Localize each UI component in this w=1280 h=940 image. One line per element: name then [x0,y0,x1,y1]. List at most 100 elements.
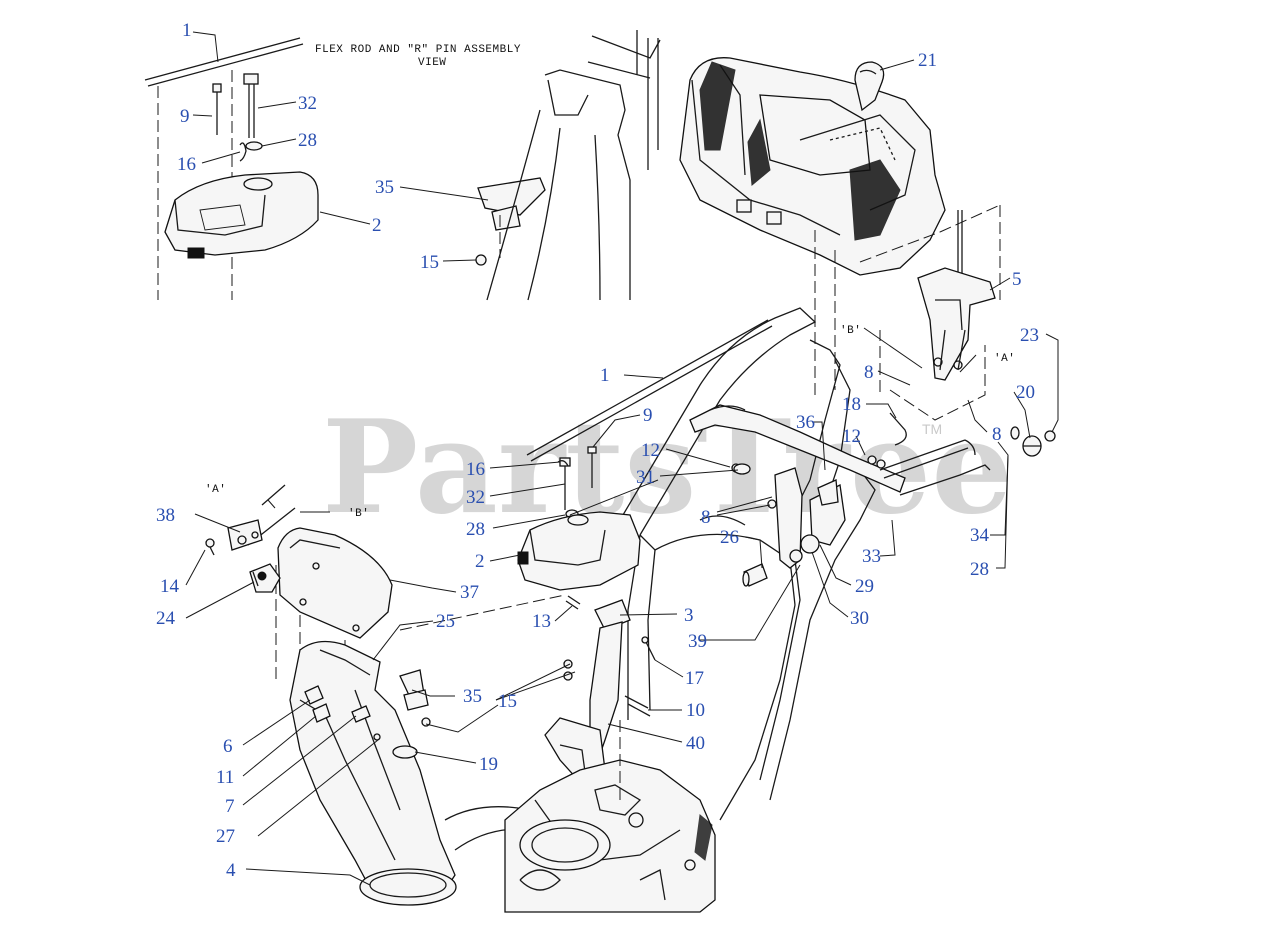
callout-9-main: 9 [643,405,653,426]
auger-housing [444,759,716,913]
callout-7: 7 [225,796,235,817]
callout-6: 6 [223,736,233,757]
washer-28-right [1010,426,1020,440]
callout-16-main: 16 [466,459,485,480]
callout-2-main: 2 [475,551,485,572]
callout-15-main: 15 [498,691,517,712]
callout-9-inset: 9 [180,106,190,127]
callout-28-main: 28 [466,519,485,540]
bracket-35-inset [477,177,546,231]
callout-32-main: 32 [466,487,485,508]
r-pin-16-inset [239,142,247,162]
callout-16-inset: 16 [177,154,196,175]
callout-8-c: 8 [701,507,711,528]
callout-20: 20 [1016,382,1035,403]
callout-33: 33 [862,546,881,567]
callout-23: 23 [1020,325,1039,346]
callout-12-left: 12 [641,440,660,461]
chute-arm-inset [486,30,661,301]
bolt-9-main [587,446,597,488]
spring-18 [889,412,907,446]
callout-25: 25 [436,611,455,632]
nut-12-right [867,455,886,469]
callout-37: 37 [460,582,479,603]
callout-labels: 1 9 32 16 28 2 35 15 21 5 23 8 20 8 1 9 … [156,20,1039,881]
callout-27: 27 [216,826,235,847]
callout-24: 24 [156,608,176,629]
control-box-inset [164,171,319,259]
callout-31: 31 [636,467,655,488]
chute-deflector-37 [277,527,393,639]
inset-title: FLEX ROD AND "R" PIN ASSEMBLY [315,44,521,56]
callout-40: 40 [686,733,705,754]
bolt-8-pivot [767,499,777,509]
callout-34: 34 [970,525,990,546]
shoulder-pin-26 [742,563,768,587]
shift-bracket-5 [917,210,996,381]
washer-28-inset [245,141,263,151]
r-pin-16-main [557,460,569,467]
discharge-chute-4 [289,640,457,906]
shift-knob-20 [1022,435,1042,457]
callout-3: 3 [684,605,694,626]
callout-39: 39 [688,631,707,652]
callout-35-main: 35 [463,686,482,707]
callout-14: 14 [160,576,180,597]
callout-11: 11 [216,767,234,788]
callout-35-inset: 35 [375,177,394,198]
callout-8-b: 8 [992,424,1002,445]
callout-38: 38 [156,505,175,526]
inset-view: FLEX ROD AND "R" PIN ASSEMBLY VIEW [144,30,661,301]
watermark-text: PartsTree [322,393,1013,543]
callout-1-main: 1 [600,365,610,386]
callout-26: 26 [720,527,739,548]
note-a-right: 'A' [994,353,1015,365]
note-a-left: 'A' [205,484,226,496]
callout-2-inset: 2 [372,215,382,236]
callout-17: 17 [685,668,704,689]
note-b-left: 'B' [348,508,369,520]
washer-31 [733,463,751,475]
actuator-24 [249,563,281,593]
callout-10: 10 [686,700,705,721]
callout-13: 13 [532,611,551,632]
pivot-bracket [774,467,846,569]
cross-bar-36 [689,404,906,493]
callout-32-inset: 32 [298,93,317,114]
control-box-main [517,511,641,591]
bolt-32-inset [243,73,259,138]
callout-36: 36 [796,412,815,433]
callout-29: 29 [855,576,874,597]
callout-30: 30 [850,608,869,629]
callout-8-a: 8 [864,362,874,383]
callout-19: 19 [479,754,498,775]
watermark: PartsTree TM [322,393,1013,543]
watermark-trademark: TM [922,421,942,437]
flex-rod-inset [144,37,304,87]
callout-21: 21 [918,50,937,71]
shift-rod-34 [879,439,991,496]
pin-13 [565,595,581,610]
callout-28-right: 28 [970,559,989,580]
leader-lines [185,31,1059,886]
bolt-17 [641,636,656,661]
callout-18: 18 [842,394,861,415]
handle-frame [619,307,876,821]
nuts-15-main [563,659,573,681]
bolts-10 [624,695,651,717]
callout-5: 5 [1012,269,1022,290]
callout-28-inset: 28 [298,130,317,151]
callout-4: 4 [226,860,236,881]
bolt-9-inset [212,83,222,135]
inset-subtitle: VIEW [418,57,446,69]
callout-12-right: 12 [842,426,861,447]
note-b-right: 'B' [840,325,861,337]
callout-1-inset: 1 [182,20,192,41]
flex-cable-38 [227,484,296,551]
nut-23 [1044,430,1056,442]
callout-15-inset: 15 [420,252,439,273]
bolt-14 [205,538,215,556]
nut-15-inset [475,254,487,266]
flex-rod-main [526,319,773,462]
